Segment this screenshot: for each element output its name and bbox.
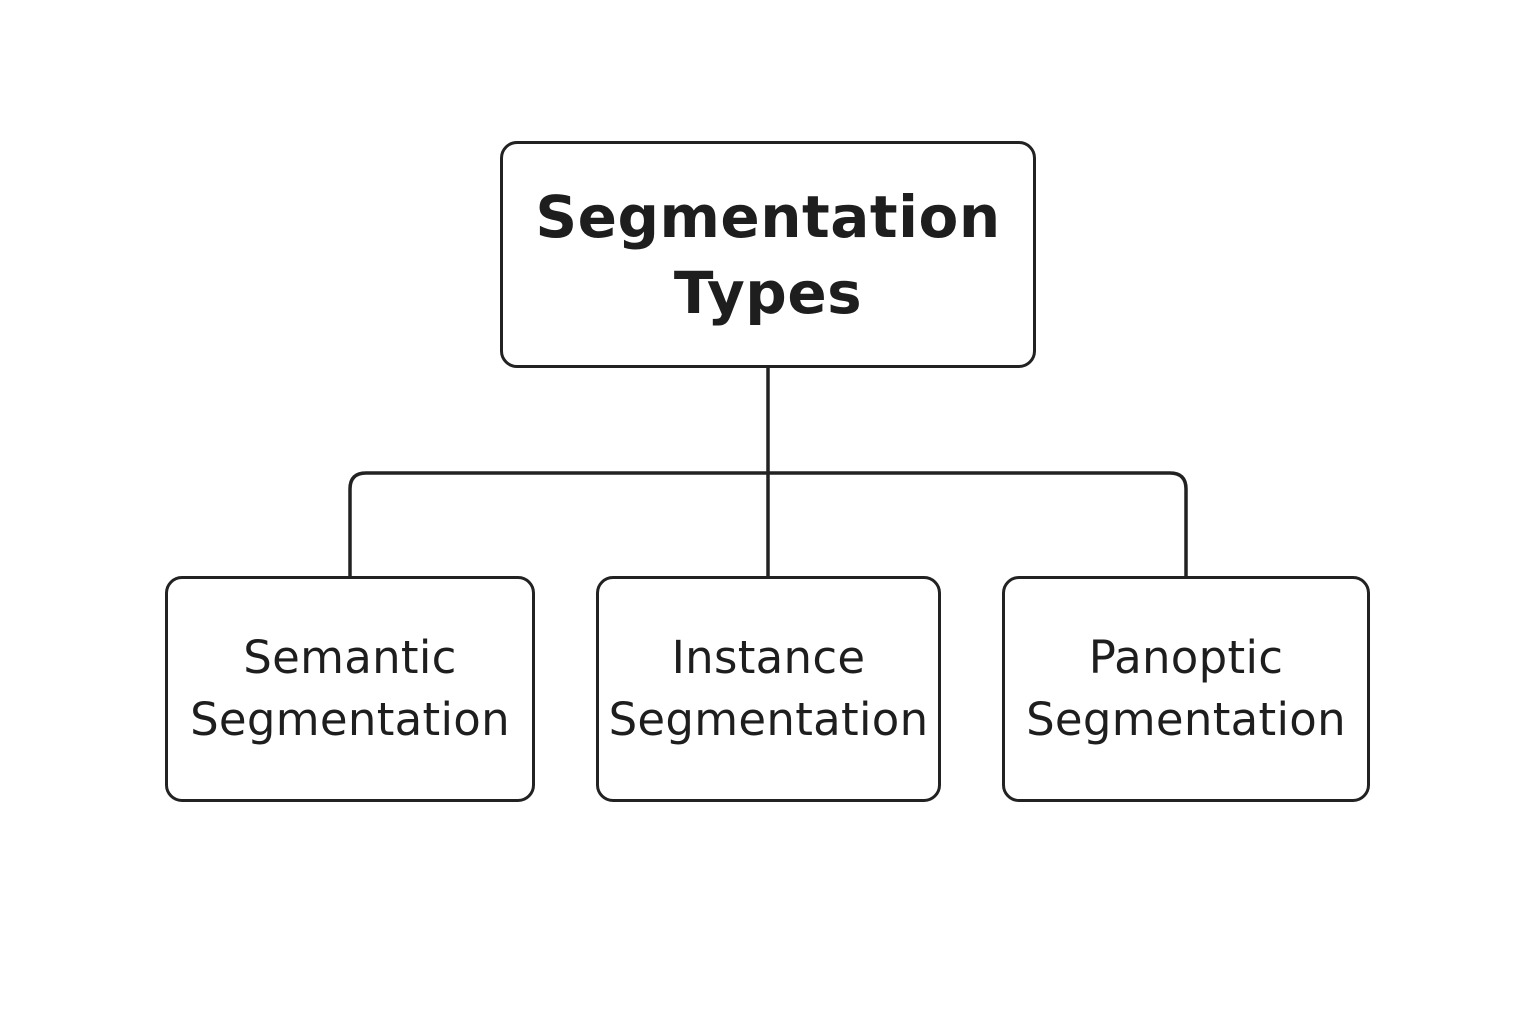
panoptic-label-line-2: Segmentation [1026,693,1346,746]
child-node-semantic-segmentation: Semantic Segmentation [165,576,535,802]
instance-label-line-1: Instance [671,631,866,684]
root-node-label-line-1: Segmentation [535,182,1001,251]
child-node-panoptic-segmentation: Panoptic Segmentation [1002,576,1370,802]
semantic-label-line-2: Segmentation [190,693,510,746]
root-node-segmentation-types: Segmentation Types [500,141,1036,368]
instance-label-line-2: Segmentation [608,693,929,746]
semantic-label-line-1: Semantic [243,631,457,684]
horizontal-branch-connector [348,471,1188,576]
panoptic-label-line-1: Panoptic [1088,631,1284,684]
child-node-instance-segmentation: Instance Segmentation [596,576,941,802]
root-node-label-line-2: Types [673,258,863,327]
